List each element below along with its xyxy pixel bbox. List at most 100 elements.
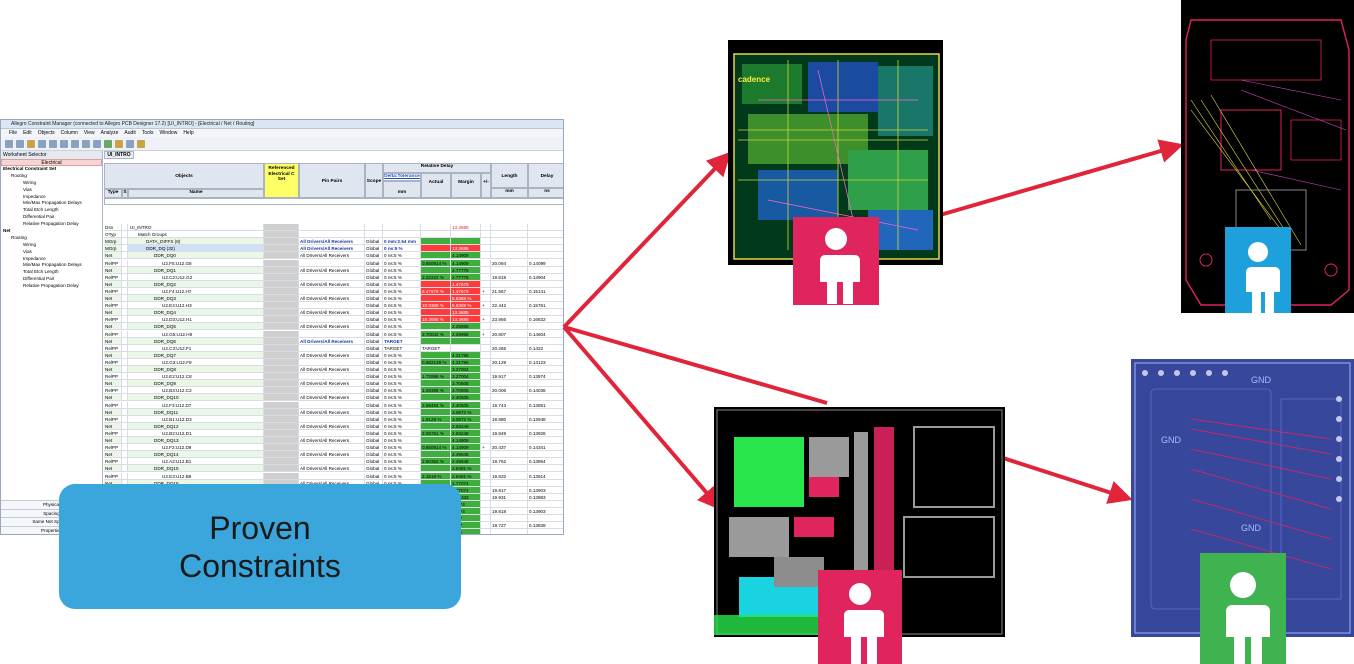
back-arrow-icon[interactable] [82, 139, 90, 148]
cell-tol[interactable]: 0 ns:5 % [383, 316, 421, 324]
settings-icon[interactable] [137, 139, 145, 148]
cell-tol[interactable]: 0 ns:5 % [383, 380, 421, 388]
worksheet-tree-item[interactable]: Routing [11, 172, 27, 178]
cell-pins[interactable]: All Drivers/All Receivers [299, 422, 365, 430]
cell-tol[interactable]: TARGET [383, 337, 421, 345]
cell-pins[interactable] [299, 387, 365, 395]
worksheet-tree-item[interactable]: Total Etch Length [23, 269, 59, 275]
worksheet-tree-item[interactable]: Wiring [23, 241, 37, 247]
cell-pins[interactable] [299, 401, 365, 409]
cell-tol[interactable]: 0 ns:5 % [383, 245, 421, 253]
cell-pins[interactable] [299, 344, 365, 352]
header-delta-tolerance[interactable]: Delta:Tolerance [383, 173, 421, 181]
cell-pins[interactable] [299, 415, 365, 423]
cell-pins[interactable]: All Drivers/All Receivers [299, 351, 365, 359]
worksheet-tree-item[interactable]: Routing [11, 234, 27, 240]
cell-pins[interactable]: All Drivers/All Receivers [299, 280, 365, 288]
cell-tol[interactable]: TARGET [383, 344, 421, 352]
cell-tol[interactable] [383, 224, 421, 232]
cell-pins[interactable] [299, 259, 365, 267]
header-relative-delay[interactable]: Relative Delay [383, 163, 491, 173]
cell-pins[interactable]: All Drivers/All Receivers [299, 252, 365, 260]
cell-pins[interactable] [299, 231, 365, 239]
cell-pins[interactable] [299, 273, 365, 281]
menu-item[interactable]: View [83, 130, 95, 136]
worksheet-domain-tab[interactable]: Spacing [1, 508, 102, 517]
header-delay[interactable]: Delay [528, 163, 563, 188]
cell-tol[interactable]: 0 ns:5 % [383, 330, 421, 338]
cell-pins[interactable]: All Drivers/All Receivers [299, 366, 365, 374]
header-type[interactable]: Type [104, 189, 122, 198]
menu-item[interactable]: File [9, 130, 18, 136]
header-plus-minus[interactable]: +/- [481, 173, 491, 198]
worksheet-domain-tab[interactable]: Properties [1, 525, 102, 534]
cell-tol[interactable]: 0 ns:5 % [383, 472, 421, 480]
cell-tol[interactable] [383, 231, 421, 239]
cell-tol[interactable]: 0 ns:5 % [383, 302, 421, 310]
cell-tol[interactable]: 0 ns:5 % [383, 394, 421, 402]
cell-tol[interactable]: 0 ns:5 % [383, 295, 421, 303]
header-referenced-cset[interactable]: Referenced Electrical C Set [264, 163, 299, 198]
header-scope[interactable]: Scope [365, 163, 383, 198]
cell-tol[interactable]: 0 ns:5 % [383, 408, 421, 416]
cell-pins[interactable]: All Drivers/All Receivers [299, 451, 365, 459]
cell-tol[interactable]: 0 ns:5 % [383, 429, 421, 437]
cut-icon[interactable] [16, 139, 24, 148]
header-s[interactable]: S [122, 189, 128, 198]
cell-tol[interactable]: 0 ns:5 % [383, 287, 421, 295]
cell-tol[interactable]: 0 ns:5 % [383, 465, 421, 473]
cell-tol[interactable]: 0 ns:5 % [383, 280, 421, 288]
cell-pins[interactable] [299, 316, 365, 324]
menu-item[interactable]: Audit [124, 130, 136, 136]
worksheet-tree-item[interactable]: Impedance [23, 193, 46, 199]
cell-tol[interactable]: 0 ns:5 % [383, 351, 421, 359]
worksheet-domain-electrical[interactable]: Electrical [1, 159, 102, 166]
cell-tol[interactable]: 0 ns:5 % [383, 458, 421, 466]
cell-tol[interactable]: 0 ns:5 % [383, 266, 421, 274]
menu-item[interactable]: Help [183, 130, 194, 136]
cell-tol[interactable]: 0 mm:2.54 mm [383, 238, 421, 246]
cell-pins[interactable] [299, 472, 365, 480]
cell-tol[interactable]: 0 ns:5 % [383, 358, 421, 366]
folder-icon[interactable] [27, 139, 35, 148]
worksheet-tree-item[interactable]: Total Etch Length [23, 207, 59, 213]
header-pin-pairs[interactable]: Pin Pairs [299, 163, 365, 198]
filter-icon[interactable] [71, 139, 79, 148]
cell-pins[interactable] [299, 287, 365, 295]
cell-pins[interactable] [299, 444, 365, 452]
worksheet-tree-item[interactable]: Relative Propagation Delay [23, 221, 79, 227]
cell-pins[interactable]: All Drivers/All Receivers [299, 266, 365, 274]
cell-pins[interactable]: All Drivers/All Receivers [299, 394, 365, 402]
cell-pins[interactable]: All Drivers/All Receivers [299, 309, 365, 317]
worksheet-tree-item[interactable]: Min/Max Propagation Delays [23, 200, 82, 206]
menu-item[interactable]: Analyze [100, 130, 119, 136]
header-name[interactable]: Name [128, 189, 264, 198]
menu-item[interactable]: Tools [141, 130, 154, 136]
cell-tol[interactable]: 0 ns:5 % [383, 415, 421, 423]
cell-pins[interactable]: All Drivers/All Receivers [299, 408, 365, 416]
cell-tol[interactable]: 0 ns:5 % [383, 259, 421, 267]
worksheet-tree-item[interactable]: Relative Propagation Delay [23, 283, 79, 289]
analyze-icon[interactable] [115, 139, 123, 148]
forward-arrow-icon[interactable] [93, 139, 101, 148]
